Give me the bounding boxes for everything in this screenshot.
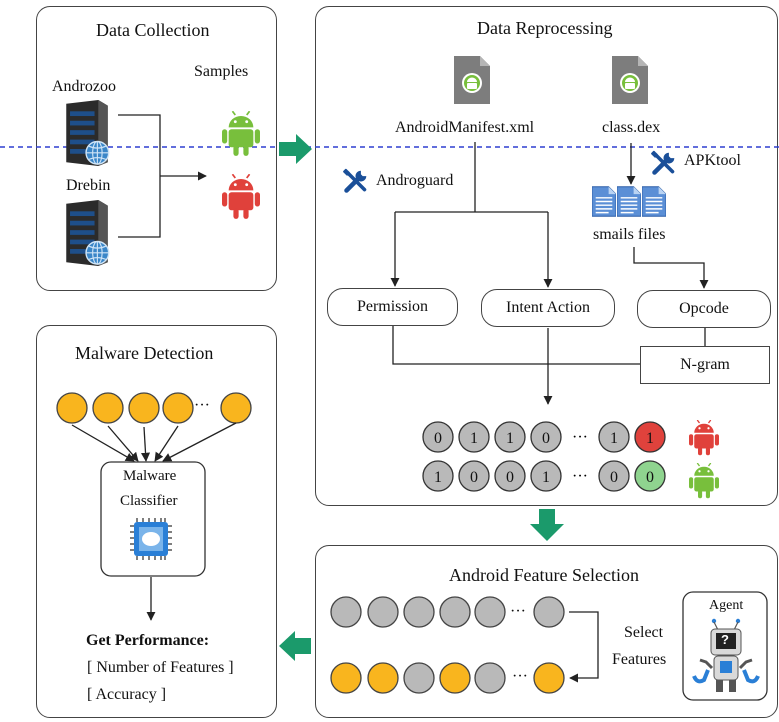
opcode-node: Opcode xyxy=(637,290,771,328)
dex-file-label: class.dex xyxy=(602,119,661,136)
vector-malware-cell xyxy=(598,421,630,453)
feature-selection-rows xyxy=(330,596,565,694)
select-features-line2: Features xyxy=(612,651,667,668)
select-features-line1: Select xyxy=(624,624,664,641)
vector-benign-cell xyxy=(422,460,454,492)
selection-ellipsis-top: ··· xyxy=(510,603,526,620)
smali-file-icon-1 xyxy=(592,186,616,217)
candidate-feature-node xyxy=(367,596,399,628)
performance-title: Get Performance: xyxy=(86,632,210,649)
metric-number-of-features: [ Number of Features ] xyxy=(87,659,234,676)
android-benign-icon xyxy=(222,111,260,157)
vector-malware-value: 1 xyxy=(470,430,478,447)
selected-feature-node xyxy=(533,662,565,694)
samples-label: Samples xyxy=(194,63,249,80)
smali-file-icon-2 xyxy=(617,186,641,217)
vector-malware-cell xyxy=(494,421,526,453)
selected-feature-node xyxy=(220,392,252,424)
vector-malware-value: 1 xyxy=(610,430,618,447)
flow-arrow-to-reprocessing xyxy=(279,134,312,164)
malware-detection-title: Malware Detection xyxy=(75,343,214,363)
vector-benign-cell xyxy=(530,460,562,492)
unselected-feature-node xyxy=(474,662,506,694)
agent-screen-question: ? xyxy=(721,632,729,647)
detection-ellipsis: ··· xyxy=(194,397,210,414)
manifest-file-label: AndroidManifest.xml xyxy=(395,119,535,136)
vector-benign-android-icon xyxy=(689,463,719,499)
vector-malware-value: 0 xyxy=(434,430,442,447)
vector-benign-cell xyxy=(634,460,666,492)
vector-benign-value: 1 xyxy=(542,469,550,486)
selected-feature-node xyxy=(367,662,399,694)
metric-accuracy: [ Accuracy ] xyxy=(87,686,167,703)
ngram-node: N-gram xyxy=(640,346,770,384)
vector-malware-ellipsis: ··· xyxy=(572,429,588,446)
selection-ellipsis-bottom: ··· xyxy=(512,668,528,685)
android-malware-icon xyxy=(222,174,260,220)
candidate-feature-node xyxy=(403,596,435,628)
smali-file-icon-3 xyxy=(642,186,666,217)
detection-feature-nodes xyxy=(56,392,252,424)
vector-benign-cell xyxy=(458,460,490,492)
feature-vector-rows: 0 1 1 0 ··· 1 1 1 0 0 1 ··· 0 0 xyxy=(422,421,666,492)
vector-malware-value: 1 xyxy=(646,430,654,447)
apktool-tool-icon xyxy=(651,150,675,172)
data-reprocessing-title: Data Reprocessing xyxy=(477,18,613,38)
classifier-box xyxy=(100,461,206,577)
vector-malware-cell xyxy=(634,421,666,453)
chip-icon xyxy=(130,518,172,560)
vector-malware-cell xyxy=(530,421,562,453)
vector-benign-value: 1 xyxy=(434,469,442,486)
manifest-file-icon xyxy=(454,56,490,104)
vector-benign-value: 0 xyxy=(646,469,654,486)
vector-benign-value: 0 xyxy=(610,469,618,486)
androzoo-server-icon xyxy=(65,100,110,166)
flow-arrow-to-detection xyxy=(279,631,311,661)
robot-icon xyxy=(692,618,760,692)
androguard-tool-icon xyxy=(343,168,367,190)
selected-feature-node xyxy=(162,392,194,424)
feature-selection-title: Android Feature Selection xyxy=(449,565,639,585)
flow-arrow-to-selection xyxy=(530,509,564,541)
candidate-feature-node xyxy=(439,596,471,628)
selected-feature-node xyxy=(330,662,362,694)
classifier-label-line1: Malware xyxy=(123,468,177,484)
selected-feature-node xyxy=(92,392,124,424)
agent-label: Agent xyxy=(709,598,744,613)
selected-feature-node xyxy=(128,392,160,424)
vector-malware-android-icon xyxy=(689,420,719,456)
vector-benign-value: 0 xyxy=(506,469,514,486)
vector-benign-ellipsis: ··· xyxy=(572,468,588,485)
smali-files-label: smails files xyxy=(593,226,666,243)
unselected-feature-node xyxy=(403,662,435,694)
apktool-label: APKtool xyxy=(684,152,741,169)
vector-malware-value: 0 xyxy=(542,430,550,447)
vector-malware-value: 1 xyxy=(506,430,514,447)
permission-node: Permission xyxy=(327,288,458,326)
drebin-server-icon xyxy=(65,200,110,266)
vector-benign-value: 0 xyxy=(470,469,478,486)
dex-file-icon xyxy=(612,56,648,104)
selected-feature-node xyxy=(439,662,471,694)
classifier-label-line2: Classifier xyxy=(120,493,178,509)
candidate-feature-node xyxy=(330,596,362,628)
androzoo-label: Androzoo xyxy=(52,78,116,95)
intent-action-node: Intent Action xyxy=(481,289,615,327)
vector-benign-cell xyxy=(598,460,630,492)
candidate-feature-node xyxy=(474,596,506,628)
data-collection-title: Data Collection xyxy=(96,20,210,40)
candidate-feature-node xyxy=(533,596,565,628)
drebin-label: Drebin xyxy=(66,177,111,194)
vector-benign-cell xyxy=(494,460,526,492)
androguard-label: Androguard xyxy=(376,172,454,189)
vector-malware-cell xyxy=(422,421,454,453)
vector-malware-cell xyxy=(458,421,490,453)
selected-feature-node xyxy=(56,392,88,424)
